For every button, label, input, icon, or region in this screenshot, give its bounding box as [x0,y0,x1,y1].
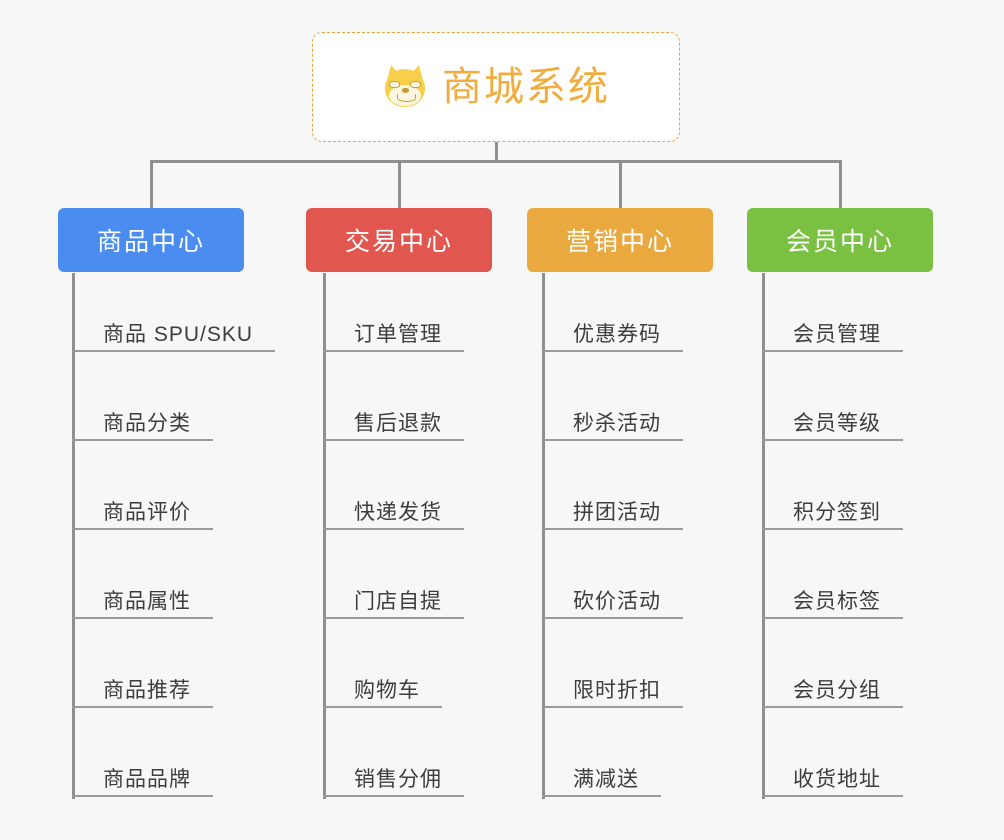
branch-line-2 [323,273,326,799]
leaf-item-label: 砍价活动 [573,590,661,613]
root-node[interactable]: 商城系统 [312,32,680,142]
leaf-item-underline [72,706,213,708]
leaf-item-label: 门店自提 [354,590,442,613]
leaf-item-label: 商品分类 [103,412,191,435]
leaf-item-underline [323,795,464,797]
branch-line-4 [762,273,765,799]
leaf-item-underline [542,350,683,352]
leaf-item-label: 销售分佣 [354,768,442,791]
leaf-item-label: 商品 SPU/SKU [103,323,254,346]
leaf-item-label: 满减送 [573,768,639,791]
leaf-item-label: 优惠券码 [573,323,661,346]
connector-bus [151,160,840,163]
leaf-item-underline [762,350,903,352]
leaf-item-label: 商品品牌 [103,768,191,791]
category-header-label: 商品中心 [96,228,205,256]
leaf-item-label: 秒杀活动 [573,412,661,435]
connector-drop-4 [839,160,842,208]
leaf-item-underline [542,439,683,441]
leaf-item-label: 商品属性 [103,590,191,613]
leaf-item-underline [323,350,464,352]
leaf-item-label: 商品评价 [103,501,191,524]
category-header-label: 营销中心 [565,228,674,256]
category-header-3[interactable]: 营销中心 [527,208,713,272]
leaf-item-label: 会员标签 [793,590,881,613]
category-header-1[interactable]: 商品中心 [58,208,244,272]
leaf-item-underline [72,439,213,441]
leaf-item-underline [72,350,275,352]
leaf-item-label: 拼团活动 [573,501,661,524]
leaf-item-label: 快递发货 [354,501,442,524]
leaf-item-underline [762,439,903,441]
leaf-item-underline [323,528,464,530]
leaf-item-underline [762,795,903,797]
leaf-item-underline [72,528,213,530]
shiba-dog-icon [382,63,428,110]
root-title: 商城系统 [442,65,610,109]
category-header-4[interactable]: 会员中心 [747,208,933,272]
leaf-item-underline [323,706,442,708]
leaf-item-underline [762,617,903,619]
connector-drop-2 [398,160,401,208]
leaf-item-label: 限时折扣 [573,679,661,702]
category-header-label: 交易中心 [344,228,453,256]
leaf-item-label: 会员管理 [793,323,881,346]
leaf-item-label: 商品推荐 [103,679,191,702]
leaf-item-label: 购物车 [354,679,420,702]
branch-line-1 [72,273,75,799]
branch-line-3 [542,273,545,799]
leaf-item-underline [762,706,903,708]
leaf-item-underline [323,439,464,441]
leaf-item-underline [542,528,683,530]
connector-drop-3 [619,160,622,208]
leaf-item-underline [542,795,661,797]
category-header-label: 会员中心 [785,228,894,256]
leaf-item-underline [323,617,464,619]
leaf-item-underline [542,617,683,619]
leaf-item-label: 售后退款 [354,412,442,435]
root-stem [495,142,498,163]
leaf-item-underline [762,528,903,530]
leaf-item-underline [542,706,683,708]
leaf-item-label: 订单管理 [354,323,442,346]
leaf-item-label: 收货地址 [793,768,881,791]
category-header-2[interactable]: 交易中心 [306,208,492,272]
leaf-item-label: 会员分组 [793,679,881,702]
leaf-item-underline [72,617,213,619]
leaf-item-underline [72,795,213,797]
leaf-item-label: 积分签到 [793,501,881,524]
connector-drop-1 [150,160,153,208]
leaf-item-label: 会员等级 [793,412,881,435]
